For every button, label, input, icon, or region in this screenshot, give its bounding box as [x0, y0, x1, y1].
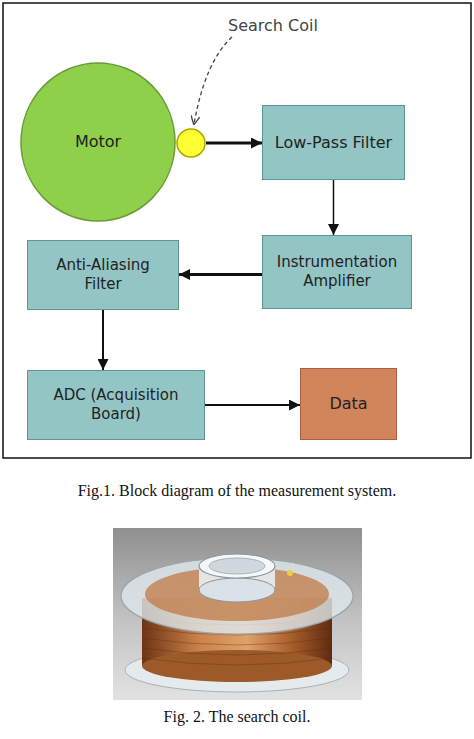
- node-label: Anti-Aliasing Filter: [46, 256, 160, 294]
- figure-caption: Fig.1. Block diagram of the measurement …: [0, 482, 474, 500]
- signal-arrow: [206, 142, 262, 145]
- callout-label: Search Coil: [228, 16, 318, 36]
- signal-arrow: [205, 404, 300, 406]
- node-label: Low-Pass Filter: [275, 133, 392, 153]
- coil-photo: [113, 528, 362, 700]
- output-box: Data: [300, 368, 397, 440]
- process-box: ADC (Acquisition Board): [27, 370, 205, 440]
- photo-background: [113, 528, 362, 700]
- signal-arrow: [333, 180, 335, 235]
- motor-circle: Motor: [20, 62, 176, 222]
- node-label: Motor: [75, 132, 121, 152]
- signal-arrow: [179, 273, 262, 276]
- process-box: Anti-Aliasing Filter: [27, 240, 179, 310]
- circle-outline: [176, 128, 206, 158]
- spool-hole: [209, 558, 265, 574]
- node-label: Data: [329, 394, 367, 414]
- search-coil: Search Coil: [176, 128, 206, 158]
- node-label: ADC (Acquisition Board): [34, 386, 198, 424]
- node-label: Instrumentation Amplifier: [271, 253, 403, 291]
- spool-flange: [121, 558, 353, 634]
- diagram-frame: [3, 3, 471, 458]
- wire-end: [287, 570, 293, 576]
- leader-line: [194, 37, 232, 124]
- signal-arrow: [102, 310, 104, 370]
- spool-hub: [199, 554, 275, 578]
- process-box: Low-Pass Filter: [262, 105, 405, 180]
- process-box: Instrumentation Amplifier: [262, 235, 412, 309]
- spool-hub: [199, 578, 275, 602]
- figure-caption: Fig. 2. The search coil.: [0, 708, 474, 726]
